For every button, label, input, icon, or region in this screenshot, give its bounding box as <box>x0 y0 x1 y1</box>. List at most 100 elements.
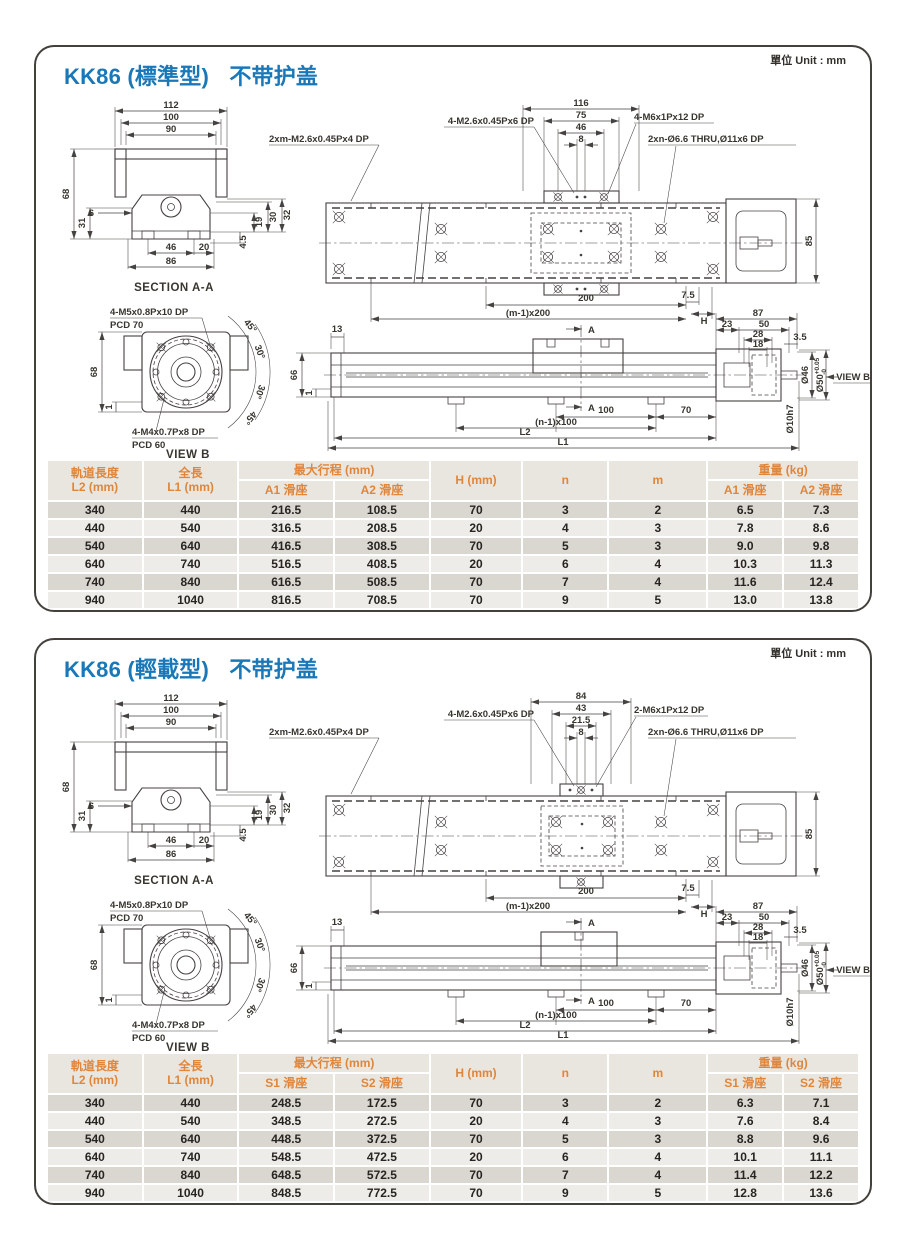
table-cell: 416.5 <box>239 537 334 554</box>
dim-label: 86 <box>166 256 177 267</box>
table-cell: 7.6 <box>708 1112 783 1129</box>
title-suffix: 不带护盖 <box>229 64 319 89</box>
motor-face-view: 4-M5x0.8Px10 DP PCD 70 45° 30° 30° 45° 6… <box>89 900 271 1052</box>
table-cell: 640 <box>143 537 238 554</box>
thread-label: 4-M5x0.8Px10 DP <box>110 307 189 318</box>
table-cell: 9.8 <box>784 537 858 554</box>
table-cell: 20 <box>430 519 522 536</box>
thread-label: 4-M5x0.8Px10 DP <box>110 900 189 911</box>
thread-label: 2xn-Ø6.6 THRU,Ø11x6 DP <box>648 134 764 145</box>
table-cell: 340 <box>48 1094 142 1111</box>
table-cell: 4 <box>523 1112 608 1129</box>
table-cell: 12.2 <box>784 1166 858 1183</box>
table-cell: 8.4 <box>784 1112 858 1129</box>
table-cell: 7 <box>523 1166 608 1183</box>
view-arrow-label: VIEW B <box>836 965 870 976</box>
dim-label: 19 <box>254 810 265 821</box>
section-marker: A <box>588 996 595 1007</box>
dim-label: 75 <box>576 110 587 121</box>
table-cell: 20 <box>430 1112 522 1129</box>
table-cell: 340 <box>48 501 142 518</box>
col-header-stroke: 最大行程 (mm) <box>239 461 429 480</box>
angle-label: 30° <box>252 344 267 361</box>
dim-label: 28 <box>753 329 764 340</box>
table-cell: 6 <box>523 555 608 572</box>
table-cell: 540 <box>48 537 142 554</box>
col-header-n: n <box>523 461 608 500</box>
dim-label: (m-1)x200 <box>506 308 550 319</box>
table-cell: 508.5 <box>335 573 429 590</box>
dim-label: L1 <box>557 437 569 448</box>
page-title: KK86 (輕載型) 不带护盖 <box>64 652 318 684</box>
table-cell: 6.5 <box>708 501 783 518</box>
table-cell: 616.5 <box>239 573 334 590</box>
dim-label: (n-1)x100 <box>535 1010 577 1021</box>
dim-label: 3.5 <box>793 925 807 936</box>
dim-label: 85 <box>804 235 815 246</box>
table-cell: 3 <box>523 1094 608 1111</box>
table-cell: 9.0 <box>708 537 783 554</box>
table-cell: 840 <box>143 1166 238 1183</box>
dim-label: 1 <box>104 404 115 410</box>
thread-label: 2xm-M2.6x0.45Px4 DP <box>269 727 369 738</box>
dim-label: (n-1)x100 <box>535 417 577 428</box>
dim-label: 100 <box>163 112 179 123</box>
col-header-m: m <box>609 1054 707 1093</box>
dim-label: H <box>701 316 708 327</box>
dim-label: L2 <box>519 427 530 438</box>
angle-label: 30° <box>252 937 267 954</box>
dim-label: 23 <box>722 912 733 923</box>
dim-label: 100 <box>598 998 614 1009</box>
table-cell: 548.5 <box>239 1148 334 1165</box>
dim-label: 7.5 <box>681 290 695 301</box>
dim-label: 23 <box>722 319 733 330</box>
table-cell: 4 <box>609 1148 707 1165</box>
thread-label: 4-M2.6x0.45Px6 DP <box>448 709 535 720</box>
table-cell: 11.6 <box>708 573 783 590</box>
dim-label: 112 <box>163 693 178 704</box>
plan-view: 84 43 21.5 8 4-M2.6x0.45Px6 DP 2xm-M2.6x… <box>269 691 820 920</box>
dim-label: 8 <box>578 134 583 145</box>
dim-label: 86 <box>166 849 177 860</box>
table-cell: 472.5 <box>335 1148 429 1165</box>
dim-label: Ø46 <box>800 959 811 977</box>
col-header-m: m <box>609 461 707 500</box>
dim-label: 200 <box>578 293 594 304</box>
dim-label: L1 <box>557 1030 569 1041</box>
view-caption: VIEW B <box>166 449 210 459</box>
table-cell: 440 <box>143 501 238 518</box>
table-cell: 70 <box>430 537 522 554</box>
plan-view: 116 75 46 8 4-M2.6x0.45Px6 DP 2xm-M2.6x0… <box>269 98 820 327</box>
col-header-stroke-s1: A1 滑座 <box>239 481 334 500</box>
table-cell: 648.5 <box>239 1166 334 1183</box>
table-cell: 740 <box>143 1148 238 1165</box>
table-cell: 216.5 <box>239 501 334 518</box>
table-cell: 70 <box>430 1094 522 1111</box>
table-cell: 13.8 <box>784 591 858 608</box>
table-cell: 516.5 <box>239 555 334 572</box>
table-cell: 640 <box>143 1130 238 1147</box>
table-cell: 7.1 <box>784 1094 858 1111</box>
col-header-weight-s2: A2 滑座 <box>784 481 858 500</box>
dim-label: 8 <box>578 727 583 738</box>
table-cell: 8.6 <box>784 519 858 536</box>
table-cell: 9 <box>523 591 608 608</box>
table-cell: 2 <box>609 1094 707 1111</box>
dim-label: 66 <box>289 963 300 974</box>
table-cell: 3 <box>609 1130 707 1147</box>
col-header-h: H (mm) <box>430 1054 522 1093</box>
table-cell: 3 <box>523 501 608 518</box>
panel-standard-type: 單位 Unit : mm KK86 (標準型) 不带护盖 112 100 90 <box>34 45 872 612</box>
table-cell: 440 <box>143 1094 238 1111</box>
table-cell: 10.1 <box>708 1148 783 1165</box>
table-cell: 572.5 <box>335 1166 429 1183</box>
table-cell: 740 <box>48 573 142 590</box>
col-header-weight-s1: A1 滑座 <box>708 481 783 500</box>
table-cell: 3 <box>609 519 707 536</box>
side-view: 13 66 1 A A 87 23 50 28 18 <box>289 308 870 451</box>
col-header-stroke-s2: A2 滑座 <box>335 481 429 500</box>
